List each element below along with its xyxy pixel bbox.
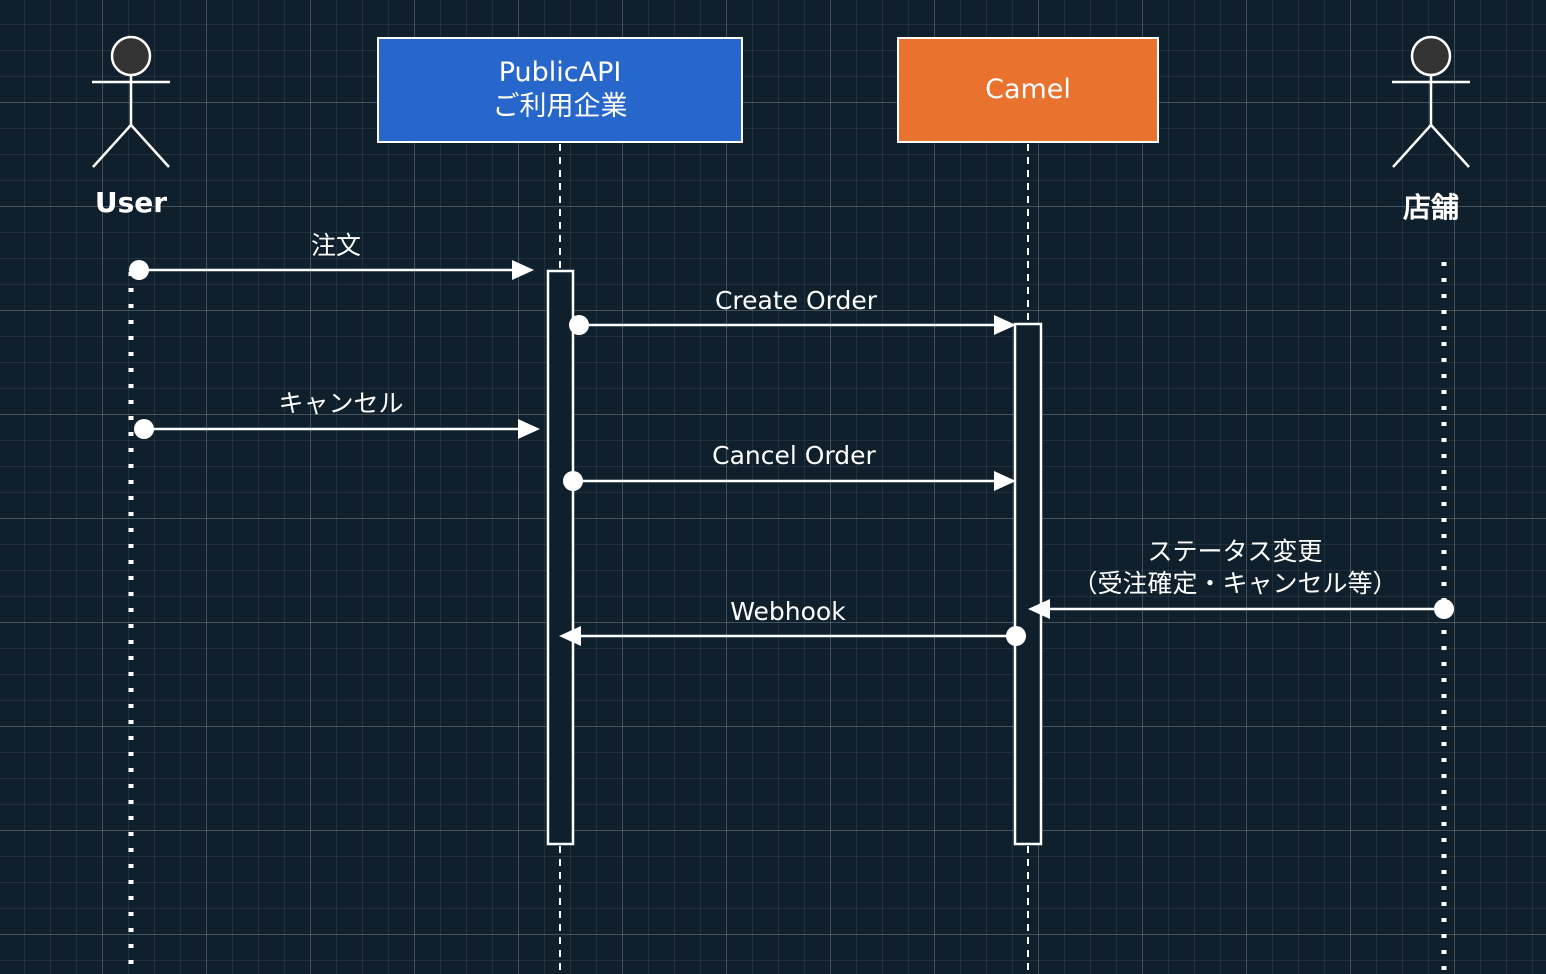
- publicapi-participant-box: PublicAPI ご利用企業: [377, 37, 743, 143]
- camel-title: Camel: [985, 74, 1071, 105]
- message-cancel-label: キャンセル: [278, 389, 404, 418]
- message-status-change-arrow: [1028, 599, 1454, 619]
- publicapi-activation-bar: [546, 269, 575, 846]
- message-cancel-order-label: Cancel Order: [712, 441, 876, 470]
- user-actor-label: User: [94, 186, 168, 219]
- message-create-order-label: Create Order: [714, 286, 878, 315]
- user-actor-icon: [92, 35, 170, 168]
- status-change-line2: （受注確定・キャンセル等）: [1072, 569, 1398, 598]
- publicapi-subtitle: ご利用企業: [492, 91, 628, 122]
- camel-participant-box: Camel: [897, 37, 1159, 143]
- publicapi-title: PublicAPI: [498, 57, 622, 88]
- store-actor-icon: [1392, 35, 1470, 168]
- message-status-change-label: ステータス変更 （受注確定・キャンセル等）: [1035, 536, 1435, 600]
- message-order-arrow: [129, 260, 534, 280]
- store-actor-label: 店舗: [1402, 191, 1459, 224]
- message-webhook-arrow: [559, 626, 1026, 646]
- message-create-order-arrow: [569, 315, 1016, 335]
- status-change-line1: ステータス変更: [1147, 537, 1323, 566]
- camel-activation-bar: [1013, 322, 1043, 846]
- message-cancel-order-arrow: [563, 471, 1016, 491]
- message-cancel-arrow: [134, 419, 540, 439]
- message-order-label: 注文: [310, 231, 361, 260]
- message-webhook-label: Webhook: [730, 597, 846, 626]
